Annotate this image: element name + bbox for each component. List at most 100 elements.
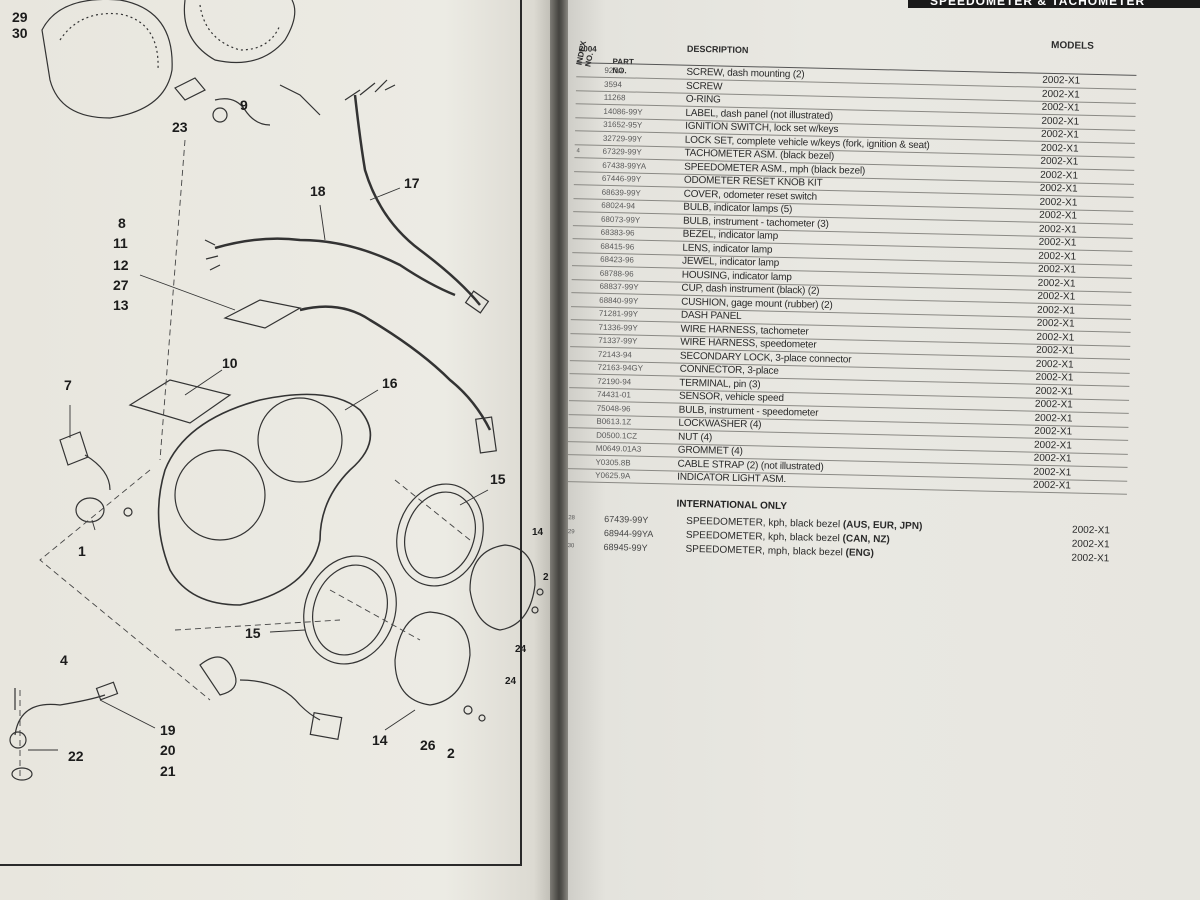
models-cell: 2002-X1 (1034, 398, 1073, 411)
book-gutter (550, 0, 570, 900)
bracket-10 (128, 379, 232, 424)
region-code: (ENG) (845, 547, 875, 560)
index-cell: 4 (576, 148, 580, 155)
description-cell: INDICATOR LIGHT ASM. (677, 471, 787, 486)
part-number-cell: Y0305.8B (595, 457, 631, 468)
models-cell: 2002-X1 (1033, 452, 1072, 465)
part-number-cell: 75048-96 (596, 403, 631, 414)
international-title: INTERNATIONAL ONLY (676, 498, 788, 513)
speedometer-gauge-shape (183, 0, 296, 64)
wire-harness-18 (214, 237, 456, 297)
description-cell: LENS, indicator lamp (682, 242, 773, 256)
part-number-cell: 68837-99Y (599, 281, 639, 292)
description-cell: ODOMETER RESET KNOB KIT (683, 174, 823, 189)
description-cell: WIRE HARNESS, speedometer (680, 336, 817, 351)
models-cell: 2002-X1 (1038, 236, 1077, 249)
models-cell: 2002-X1 (1071, 524, 1111, 537)
callout-4: 4 (60, 652, 68, 668)
index-cell: 29 (568, 529, 575, 536)
part-number-cell: 67446-99Y (601, 173, 642, 184)
part-number-cell: 32729-99Y (602, 133, 643, 144)
callout-20: 20 (160, 742, 176, 758)
part-number-cell: M0649.01A3 (595, 443, 642, 454)
callout-10: 10 (222, 355, 238, 371)
part-number-cell: 72163-94GY (597, 362, 644, 373)
part-number-cell: 68945-99Y (603, 541, 648, 553)
models-cell: 2002-X1 (1041, 101, 1080, 114)
models-cell: 2002-X1 (1034, 412, 1073, 425)
gauge-body-upper (469, 544, 536, 631)
diagram-page: 29 30 23 9 17 18 8 11 12 27 13 10 7 16 1… (0, 0, 556, 900)
description-cell: SENSOR, vehicle speed (678, 390, 784, 404)
models-cell: 2002-X1 (1032, 479, 1072, 492)
page-header-bar (908, 0, 1200, 8)
models-cell: 2002-X1 (1040, 155, 1079, 168)
part-number-cell: D0500.1CZ (596, 430, 638, 441)
models-cell: 2002-X1 (1033, 439, 1072, 452)
description-text: SPEEDOMETER, mph, black bezel (685, 543, 843, 559)
callout-26: 26 (420, 737, 436, 753)
models-cell: 2002-X1 (1034, 425, 1073, 438)
callout-24-lower: 24 (505, 676, 517, 687)
callout-17: 17 (404, 175, 420, 191)
models-cell: 2002-X1 (1040, 128, 1080, 141)
models-cell: 2002-X1 (1039, 182, 1078, 195)
part-number-cell: B0613.1Z (596, 416, 632, 427)
callout-14-upper: 14 (532, 527, 544, 538)
models-cell: 2002-X1 (1039, 196, 1078, 209)
models-cell: 2002-X1 (1040, 142, 1079, 155)
callout-1: 1 (78, 543, 86, 559)
description-cell: BEZEL, indicator lamp (682, 228, 779, 242)
page-border-right (520, 0, 522, 866)
connector-assembly (223, 299, 302, 329)
part-number-cell: 68073-99Y (600, 214, 641, 225)
exploded-view-diagram: 29 30 23 9 17 18 8 11 12 27 13 10 7 16 1… (9, 0, 549, 781)
callout-29: 29 (12, 9, 28, 25)
part-number-cell: 67438-99YA (602, 160, 647, 171)
models-header: MODELS (1050, 39, 1094, 52)
description-cell: SCREW, dash mounting (2) (686, 66, 805, 81)
callout-11: 11 (113, 235, 128, 251)
models-cell: 2002-X1 (1036, 317, 1075, 330)
description-cell: CUP, dash instrument (black) (2) (681, 282, 820, 297)
part-number-cell: 74431-01 (596, 389, 631, 400)
description-cell: O-RING (685, 93, 721, 106)
part-number-cell: 68024-94 (601, 200, 636, 211)
models-cell: 2002-X1 (1071, 538, 1110, 551)
description-cell: NUT (4) (677, 431, 713, 443)
parts-list-page: SPEEDOMETER & TACHOMETER 2004 INDEX NO. … (568, 0, 1200, 900)
callout-18: 18 (310, 183, 326, 199)
description-cell: BULB, instrument - speedometer (678, 404, 819, 419)
description-cell: HOUSING, indicator lamp (681, 269, 792, 283)
description-cell: LOCKWASHER (4) (678, 417, 762, 431)
part-number-cell: 68415-96 (600, 241, 635, 252)
models-cell: 2002-X1 (1038, 223, 1077, 236)
models-cell: 2002-X1 (1036, 344, 1075, 357)
part-number-cell: Y0625.9A (595, 470, 631, 481)
models-cell: 2002-X1 (1039, 209, 1078, 222)
description-cell: BULB, indicator lamps (5) (683, 201, 793, 216)
wire-harness-17 (353, 94, 481, 306)
part-number-cell: 68639-99Y (601, 187, 641, 198)
models-cell: 2002-X1 (1037, 290, 1076, 303)
part-number-cell: 71281-99Y (598, 308, 639, 319)
part-number-cell: 67439-99Y (604, 513, 649, 525)
region-code: (CAN, NZ) (842, 533, 890, 546)
description-cell: JEWEL, indicator lamp (681, 255, 780, 269)
models-cell: 2002-X1 (1041, 115, 1080, 128)
callout-16: 16 (382, 375, 398, 391)
description-text: SPEEDOMETER, kph, black bezel (685, 529, 840, 545)
callout-14-lower: 14 (372, 732, 388, 748)
index-cell: 28 (568, 515, 575, 522)
callout-27: 27 (113, 277, 129, 293)
tachometer-gauge-shape (41, 0, 173, 119)
page-border-bottom (0, 864, 520, 866)
models-cell: 2002-X1 (1037, 277, 1076, 290)
part-number-cell: 71336-99Y (598, 322, 638, 333)
description-header: DESCRIPTION (686, 43, 749, 56)
description-text: SPEEDOMETER, kph, black bezel (686, 515, 841, 531)
part-number-cell: 68944-99YA (603, 527, 654, 540)
callout-13: 13 (113, 297, 129, 313)
part-number-cell: 11268 (603, 92, 626, 103)
